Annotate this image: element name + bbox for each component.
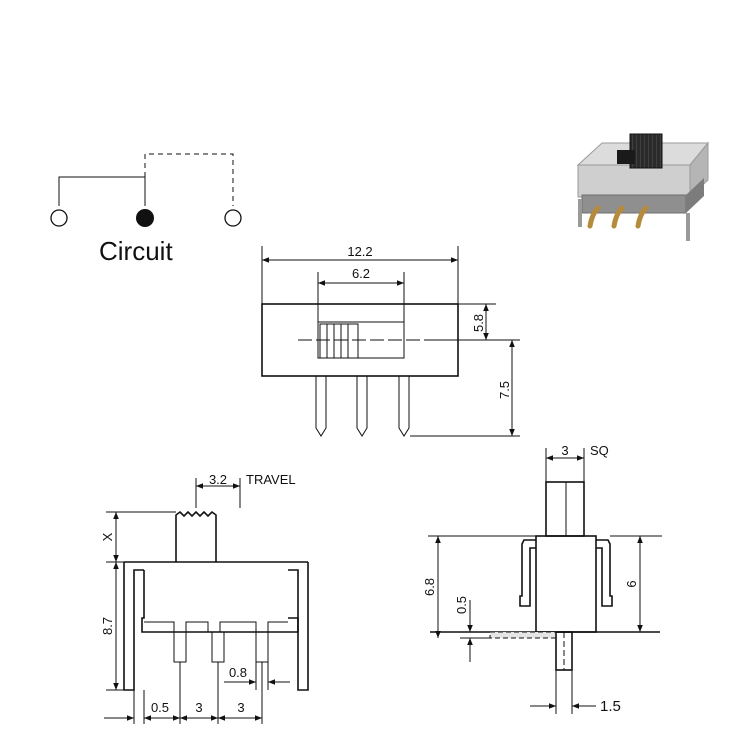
actuator-size-label: SQ <box>590 443 609 458</box>
circuit-terminal-common <box>136 209 154 227</box>
dim-pin-width: 0.8 <box>229 665 247 680</box>
end-body <box>535 535 597 633</box>
dim-pin-pitch: 1.5 <box>600 698 621 715</box>
side-view: 3.2 TRAVEL X 8.7 0.8 0.5 3 3 <box>100 472 309 724</box>
pin-3 <box>398 376 410 437</box>
dim-pin-offset: 0.5 <box>151 700 169 715</box>
side-pin-3 <box>255 631 269 663</box>
side-bracket-left <box>123 562 144 691</box>
side-base <box>141 570 299 633</box>
dim-pin-thickness: 0.5 <box>454 596 469 614</box>
circuit-terminal-left <box>50 209 68 227</box>
pin-1 <box>315 376 327 437</box>
circuit-solid-link <box>58 176 146 206</box>
actuator-knob <box>319 323 359 359</box>
dim-bracket-height: 6 <box>624 580 639 587</box>
top-view: 12.2 6.2 5.8 7.5 <box>261 244 520 437</box>
dim-actuator-size: 3 <box>561 443 568 458</box>
dim-overall-height: 8.7 <box>100 617 115 635</box>
dim-pin-length: 7.5 <box>497 381 512 399</box>
dim-window-width: 6.2 <box>352 266 370 281</box>
end-bracket-left <box>519 539 536 607</box>
dim-body-height: 5.8 <box>471 314 486 332</box>
travel-label: TRAVEL <box>246 472 296 487</box>
circuit-symbol: Circuit <box>50 153 242 266</box>
side-pin-2 <box>211 631 225 663</box>
side-actuator <box>175 510 217 562</box>
dim-actuator-height: X <box>100 532 115 541</box>
product-photo <box>576 133 710 241</box>
pin-2 <box>356 376 368 437</box>
dim-overall-width: 12.2 <box>347 244 372 259</box>
end-bracket-right <box>596 539 613 607</box>
circuit-terminal-right <box>224 209 242 227</box>
circuit-dashed-link <box>144 153 234 206</box>
dim-pitch-1: 3 <box>195 700 202 715</box>
circuit-title: Circuit <box>99 236 173 266</box>
dim-pitch-2: 3 <box>237 700 244 715</box>
end-actuator <box>545 481 585 537</box>
end-view: 3 SQ 6.8 6 0.5 1.5 <box>422 443 662 715</box>
side-bracket-right <box>288 562 309 691</box>
dim-travel: 3.2 <box>209 472 227 487</box>
side-pin-1 <box>173 631 187 663</box>
end-pin-bent <box>489 631 557 639</box>
dim-body-height: 6.8 <box>422 578 437 596</box>
